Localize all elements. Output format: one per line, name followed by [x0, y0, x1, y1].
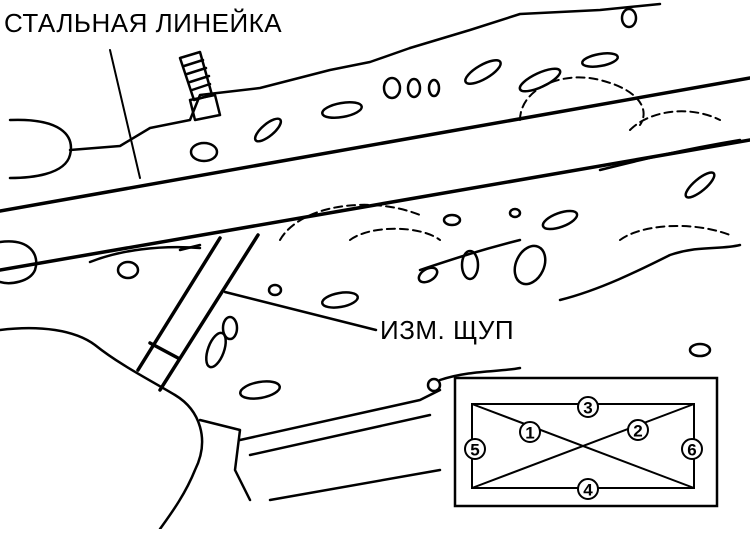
diagonal-line [471, 403, 695, 489]
feeler-gauge [136, 233, 260, 392]
point-label-4: 4 [583, 481, 593, 500]
steel-ruler-label: СТАЛЬНАЯ ЛИНЕЙКА [4, 8, 283, 38]
measure-point-2 [627, 419, 649, 441]
point-label-6: 6 [687, 441, 696, 460]
feeler-leader-line [223, 290, 378, 332]
point-label-5: 5 [470, 441, 479, 460]
ruler-leader-line [109, 49, 141, 179]
measure-point-4 [577, 478, 599, 500]
measurement-inset: 1 2 3 4 5 6 [453, 376, 719, 508]
measure-point-1 [519, 421, 541, 443]
bolt-icon [178, 50, 222, 122]
point-label-3: 3 [583, 399, 592, 418]
combustion-chamber [279, 76, 731, 241]
measure-point-6 [681, 438, 703, 460]
feeler-gauge-label: ИЗМ. ЩУП [378, 315, 517, 345]
steel-ruler [0, 76, 750, 272]
measure-point-3 [577, 396, 599, 418]
measure-point-5 [464, 438, 486, 460]
point-label-2: 2 [633, 422, 642, 441]
point-label-1: 1 [525, 424, 534, 443]
